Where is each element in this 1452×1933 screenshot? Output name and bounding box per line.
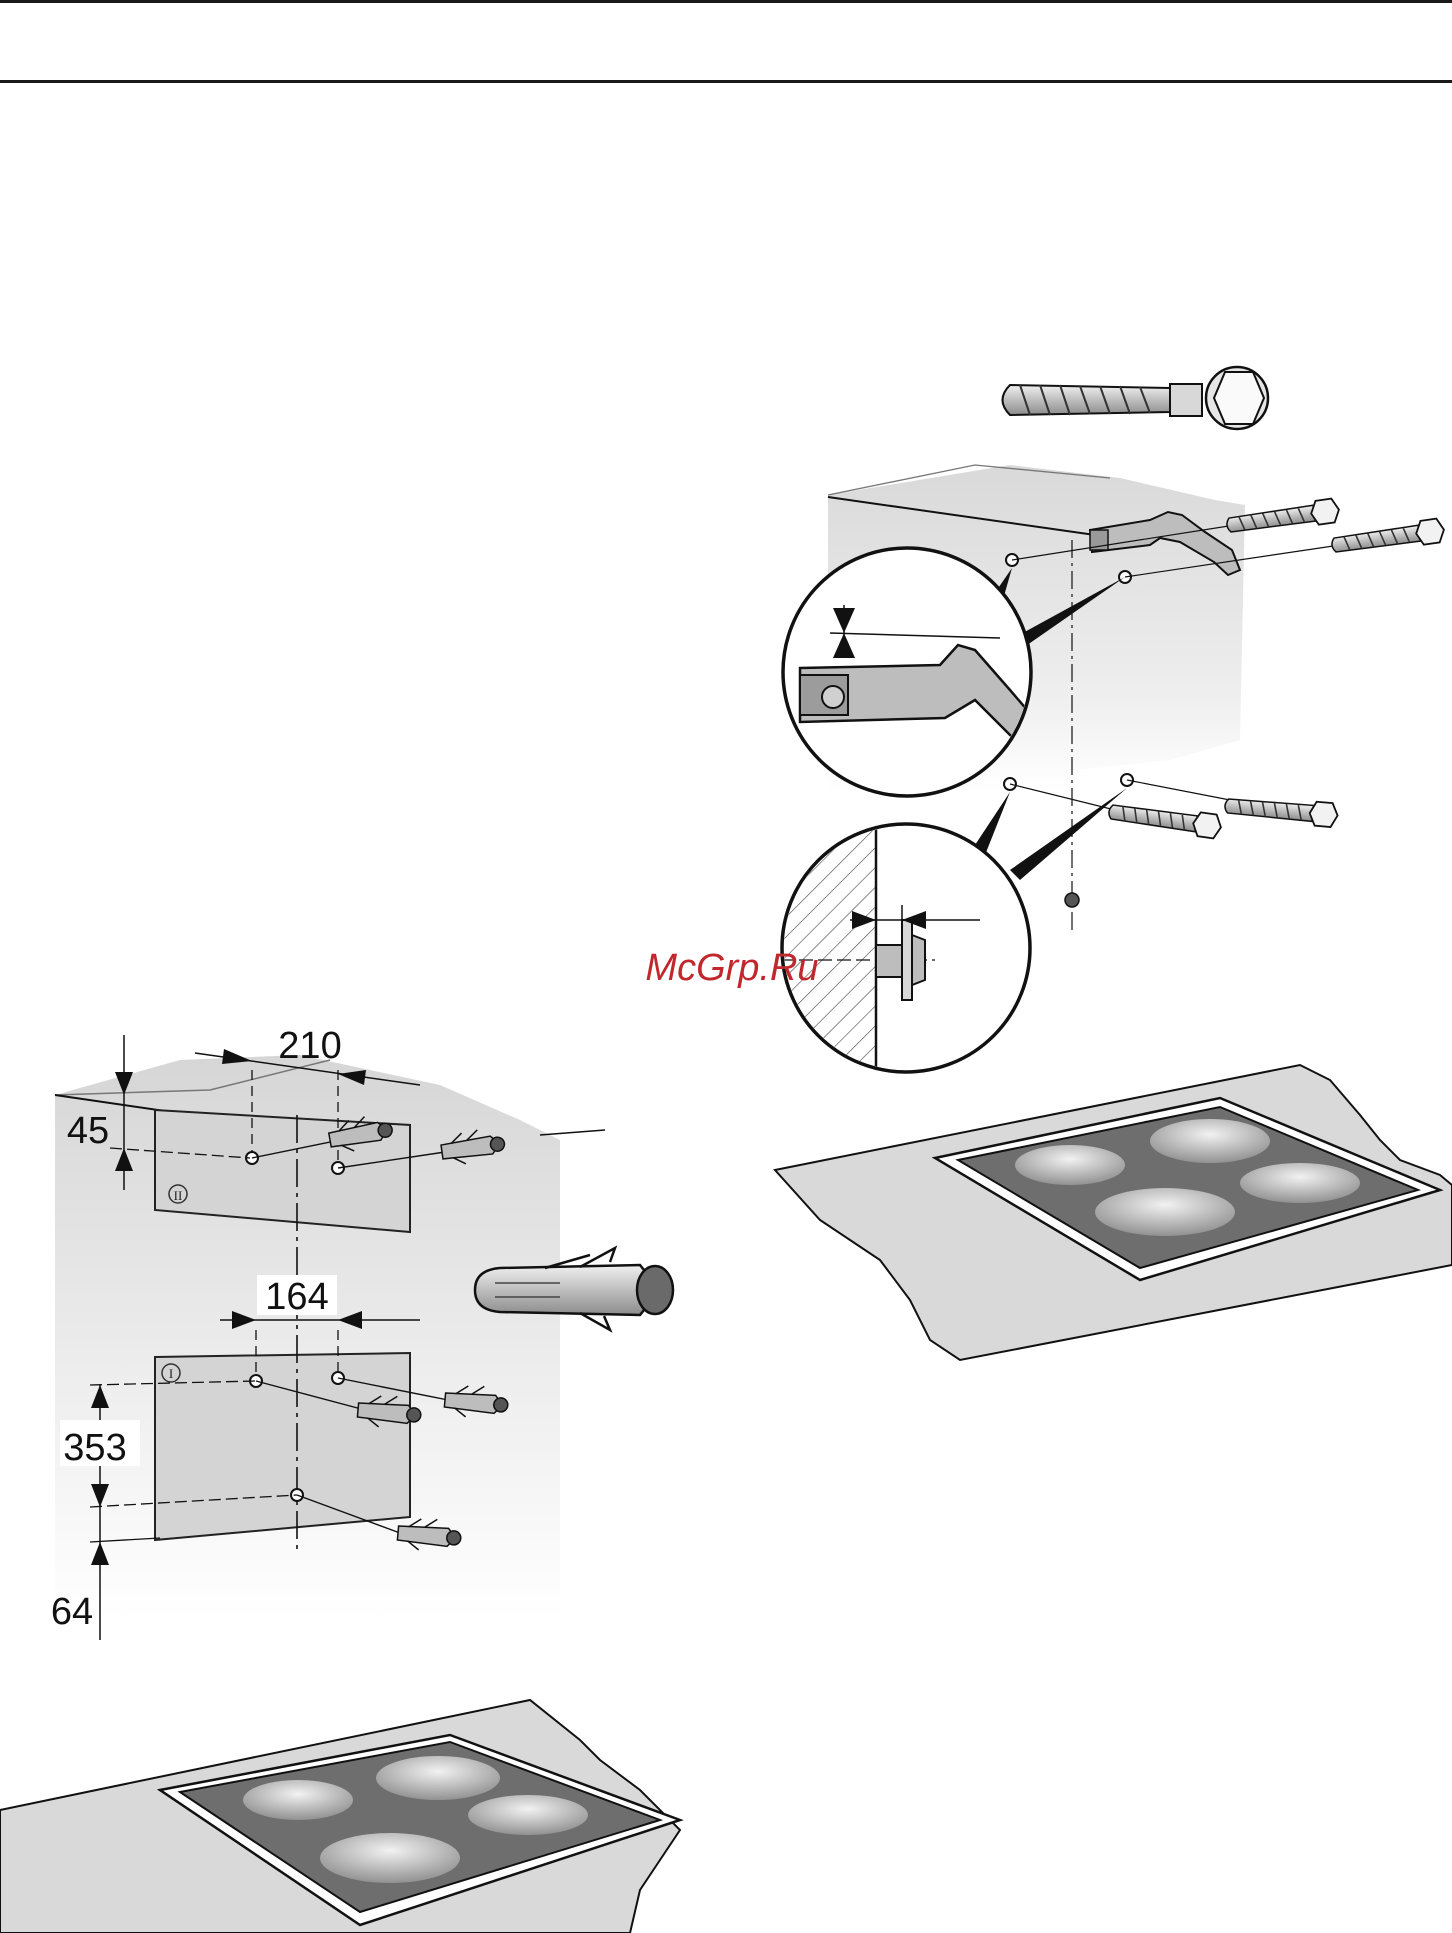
left-hob xyxy=(0,1700,680,1933)
dimension-64-label: 64 xyxy=(51,1591,93,1633)
dimension-164-label: 164 xyxy=(265,1276,328,1318)
cooking-zone xyxy=(243,1780,353,1820)
cooking-zone xyxy=(1240,1163,1360,1203)
cooking-zone xyxy=(468,1795,588,1835)
cooking-zone xyxy=(320,1833,460,1883)
template-lower xyxy=(155,1353,410,1540)
dimension-45-label: 45 xyxy=(67,1110,109,1152)
screw xyxy=(1107,800,1222,839)
cooking-zone xyxy=(1015,1145,1125,1185)
template-mark-upper: II xyxy=(174,1188,183,1203)
cooking-zone xyxy=(1095,1188,1235,1236)
dimension-210-label: 210 xyxy=(278,1025,341,1067)
screw-enlarged xyxy=(1003,367,1269,429)
watermark: McGrp.Ru xyxy=(645,947,818,989)
screw xyxy=(1330,518,1445,557)
right-bracket-diagram: McGrp.Ru xyxy=(645,367,1445,1080)
dimension-353-label: 353 xyxy=(63,1427,126,1469)
template-mark-lower: I xyxy=(169,1366,173,1381)
cooking-zone xyxy=(376,1756,500,1800)
left-wall-template-diagram: II I xyxy=(51,1025,673,1640)
right-hob xyxy=(775,1065,1452,1360)
cooking-zone xyxy=(1150,1119,1270,1163)
screw xyxy=(1224,794,1339,828)
